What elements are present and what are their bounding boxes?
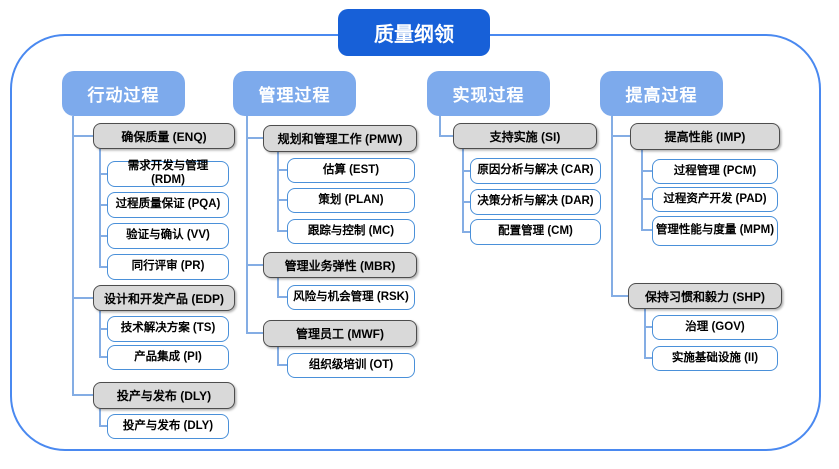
leaf-node-pad: 过程资产开发 (PAD) <box>652 187 778 212</box>
connector-line <box>641 150 643 231</box>
connector-line <box>641 229 652 231</box>
connector-line <box>246 264 263 266</box>
group-node-pmw: 规划和管理工作 (PMW) <box>263 125 417 152</box>
connector-line <box>277 296 287 298</box>
connector-line <box>641 198 652 200</box>
connector-line <box>99 173 107 175</box>
connector-line <box>72 297 93 299</box>
connector-line <box>99 328 107 330</box>
leaf-node-vv: 验证与确认 (VV) <box>107 223 229 249</box>
leaf-node-ot: 组织级培训 (OT) <box>287 353 415 378</box>
group-node-mwf: 管理员工 (MWF) <box>263 320 417 347</box>
connector-line <box>99 235 107 237</box>
connector-line <box>277 278 279 298</box>
group-node-si: 支持实施 (SI) <box>453 123 597 149</box>
leaf-node-rdm: 需求开发与管理 (RDM) <box>107 160 229 187</box>
leaf-node-gov: 治理 (GOV) <box>652 315 778 340</box>
connector-line <box>611 135 630 137</box>
connector-line <box>246 137 263 139</box>
leaf-node-ts: 技术解决方案 (TS) <box>107 316 229 342</box>
connector-line <box>644 309 646 359</box>
group-node-edp: 设计和开发产品 (EDP) <box>93 285 235 311</box>
column-header-improvement-process: 提高过程 <box>600 71 723 116</box>
connector-line <box>277 169 287 171</box>
leaf-node-pr: 同行评审 (PR) <box>107 254 229 280</box>
connector-line <box>72 116 74 396</box>
leaf-node-car: 原因分析与解决 (CAR) <box>470 158 601 184</box>
group-node-enq: 确保质量 (ENQ) <box>93 123 235 149</box>
leaf-node-cm: 配置管理 (CM) <box>470 219 601 245</box>
column-header-management-process: 管理过程 <box>233 71 356 116</box>
connector-line <box>246 116 248 334</box>
leaf-node-pqa: 过程质量保证 (PQA) <box>107 192 229 218</box>
connector-line <box>99 356 107 358</box>
connector-line <box>462 149 464 233</box>
connector-line <box>277 230 287 232</box>
leaf-node-ii: 实施基础设施 (II) <box>652 346 778 371</box>
connector-line <box>246 332 263 334</box>
connector-line <box>99 149 101 268</box>
connector-line <box>99 425 107 427</box>
leaf-node-rsk: 风险与机会管理 (RSK) <box>287 285 415 310</box>
connector-line <box>611 116 613 297</box>
leaf-node-dly-child: 投产与发布 (DLY) <box>107 414 229 439</box>
connector-line <box>99 311 101 358</box>
group-node-mbr: 管理业务弹性 (MBR) <box>263 252 417 278</box>
leaf-node-pi: 产品集成 (PI) <box>107 345 229 370</box>
connector-line <box>277 152 279 232</box>
connector-line <box>439 116 441 137</box>
leaf-node-plan: 策划 (PLAN) <box>287 188 415 213</box>
connector-line <box>99 409 101 427</box>
connector-line <box>277 347 279 366</box>
connector-line <box>99 266 107 268</box>
connector-line <box>99 204 107 206</box>
connector-line <box>277 199 287 201</box>
connector-line <box>72 135 93 137</box>
connector-line <box>611 295 628 297</box>
diagram-title: 质量纲领 <box>338 9 490 56</box>
column-header-realization-process: 实现过程 <box>427 71 550 116</box>
leaf-node-mc: 跟踪与控制 (MC) <box>287 219 415 244</box>
leaf-node-est: 估算 (EST) <box>287 158 415 183</box>
group-node-dly: 投产与发布 (DLY) <box>93 382 235 409</box>
leaf-node-mpm: 管理性能与度量 (MPM) <box>652 216 778 246</box>
connector-line <box>72 394 93 396</box>
connector-line <box>277 364 287 366</box>
group-node-shp: 保持习惯和毅力 (SHP) <box>628 283 782 309</box>
group-node-imp: 提高性能 (IMP) <box>630 123 780 150</box>
connector-line <box>644 326 652 328</box>
connector-line <box>644 357 652 359</box>
connector-line <box>462 231 470 233</box>
leaf-node-pcm: 过程管理 (PCM) <box>652 159 778 184</box>
column-header-action-process: 行动过程 <box>62 71 185 116</box>
leaf-node-dar: 决策分析与解决 (DAR) <box>470 189 601 215</box>
connector-line <box>439 135 453 137</box>
connector-line <box>462 201 470 203</box>
connector-line <box>462 170 470 172</box>
connector-line <box>641 170 652 172</box>
